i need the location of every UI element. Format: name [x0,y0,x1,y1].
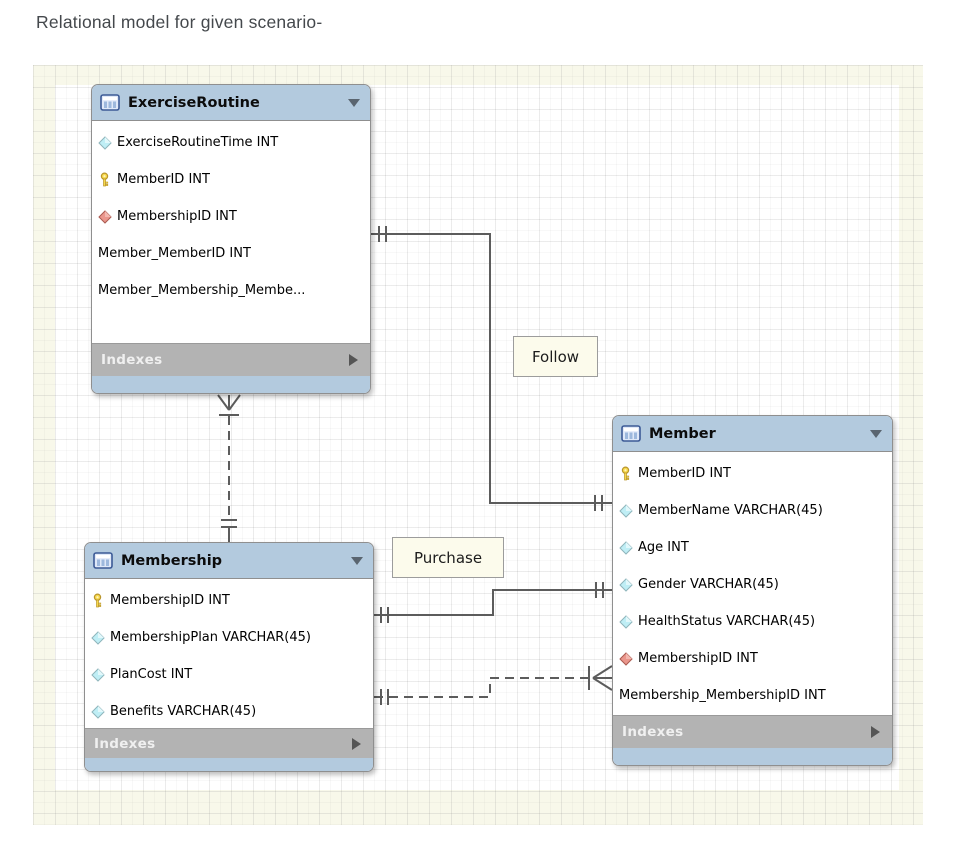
table-footer-strip [613,748,892,765]
attribute-icon [91,667,105,682]
expand-arrow-icon[interactable] [352,737,361,750]
column-label: Membership_MembershipID INT [619,688,826,703]
table-footer-strip [92,376,370,393]
column-label: Member_MemberID INT [98,246,251,261]
attribute-icon [619,540,633,555]
relationship-line-membership-member[interactable] [374,665,613,705]
table-membership: Membership MembershipID INT MembershipPla… [84,542,374,772]
column-label: MembershipPlan VARCHAR(45) [110,630,311,645]
column-label: MemberName VARCHAR(45) [638,503,823,518]
table-name: Member [649,425,716,442]
column-row[interactable]: HealthStatus VARCHAR(45) [613,603,892,640]
relationship-line-membership-exerciseroutine[interactable] [217,394,241,542]
relationship-line-follow[interactable] [371,226,612,511]
collapse-arrow-icon[interactable] [348,98,360,107]
table-header[interactable]: ExerciseRoutine [92,85,370,121]
expand-arrow-icon[interactable] [349,354,358,366]
relationship-label-purchase[interactable]: Purchase [392,537,504,578]
column-row[interactable]: Membership_MembershipID INT [613,677,892,714]
foreign-key-icon [619,651,633,666]
attribute-icon [91,630,105,645]
column-label: Benefits VARCHAR(45) [110,704,257,719]
relationship-line-purchase[interactable] [374,582,612,623]
collapse-arrow-icon[interactable] [870,429,882,438]
table-footer-strip [85,758,373,771]
column-label: HealthStatus VARCHAR(45) [638,614,816,629]
column-label: MemberID INT [638,466,731,481]
column-row[interactable]: PlanCost INT [85,656,373,693]
attribute-icon [98,135,112,150]
column-row[interactable]: MemberID INT [613,455,892,492]
column-row[interactable]: Member_MemberID INT [92,235,370,272]
column-row[interactable]: Member_Membership_Membe... [92,272,370,309]
primary-key-icon [619,466,633,481]
column-label: PlanCost INT [110,667,193,682]
column-row[interactable]: Benefits VARCHAR(45) [85,693,373,730]
column-label: ExerciseRoutineTime INT [117,135,279,150]
column-label: Age INT [638,540,689,555]
column-row[interactable]: MemberName VARCHAR(45) [613,492,892,529]
page-title: Relational model for given scenario- [36,12,323,32]
indexes-row[interactable]: Indexes [85,728,373,758]
table-name: ExerciseRoutine [128,94,260,111]
table-icon [100,94,120,111]
attribute-icon [91,704,105,719]
table-member: Member MemberID INT MemberName VARCHAR(45… [612,415,893,766]
column-row[interactable]: MemberID INT [92,161,370,198]
table-name: Membership [121,552,223,569]
column-label: Member_Membership_Membe... [98,283,306,298]
column-label: MembershipID INT [117,209,237,224]
attribute-icon [619,577,633,592]
column-row[interactable]: MembershipPlan VARCHAR(45) [85,619,373,656]
primary-key-icon [98,172,112,187]
attribute-icon [619,614,633,629]
column-row[interactable]: Age INT [613,529,892,566]
indexes-row[interactable]: Indexes [613,715,892,748]
expand-arrow-icon[interactable] [871,726,880,738]
indexes-row[interactable]: Indexes [92,343,370,376]
column-list: ExerciseRoutineTime INT MemberID INT Membe… [92,121,370,343]
table-header[interactable]: Membership [85,543,373,579]
column-label: MemberID INT [117,172,210,187]
primary-key-icon [91,593,105,608]
table-exerciseroutine: ExerciseRoutine ExerciseRoutineTime INT M… [91,84,371,394]
indexes-label: Indexes [101,352,163,368]
indexes-label: Indexes [94,735,156,752]
column-row[interactable]: Gender VARCHAR(45) [613,566,892,603]
column-label: Gender VARCHAR(45) [638,577,779,592]
indexes-label: Indexes [622,724,684,740]
foreign-key-icon [98,209,112,224]
column-row[interactable]: MembershipID INT [85,582,373,619]
table-icon [93,552,113,569]
attribute-icon [619,503,633,518]
table-header[interactable]: Member [613,416,892,452]
column-list: MemberID INT MemberName VARCHAR(45) Age IN… [613,452,892,715]
collapse-arrow-icon[interactable] [351,556,363,565]
column-row[interactable]: MembershipID INT [92,198,370,235]
column-label: MembershipID INT [110,593,230,608]
table-icon [621,425,641,442]
column-list: MembershipID INT MembershipPlan VARCHAR(4… [85,579,373,728]
column-row[interactable]: ExerciseRoutineTime INT [92,124,370,161]
column-row[interactable]: MembershipID INT [613,640,892,677]
column-label: MembershipID INT [638,651,758,666]
relationship-label-follow[interactable]: Follow [513,336,598,377]
